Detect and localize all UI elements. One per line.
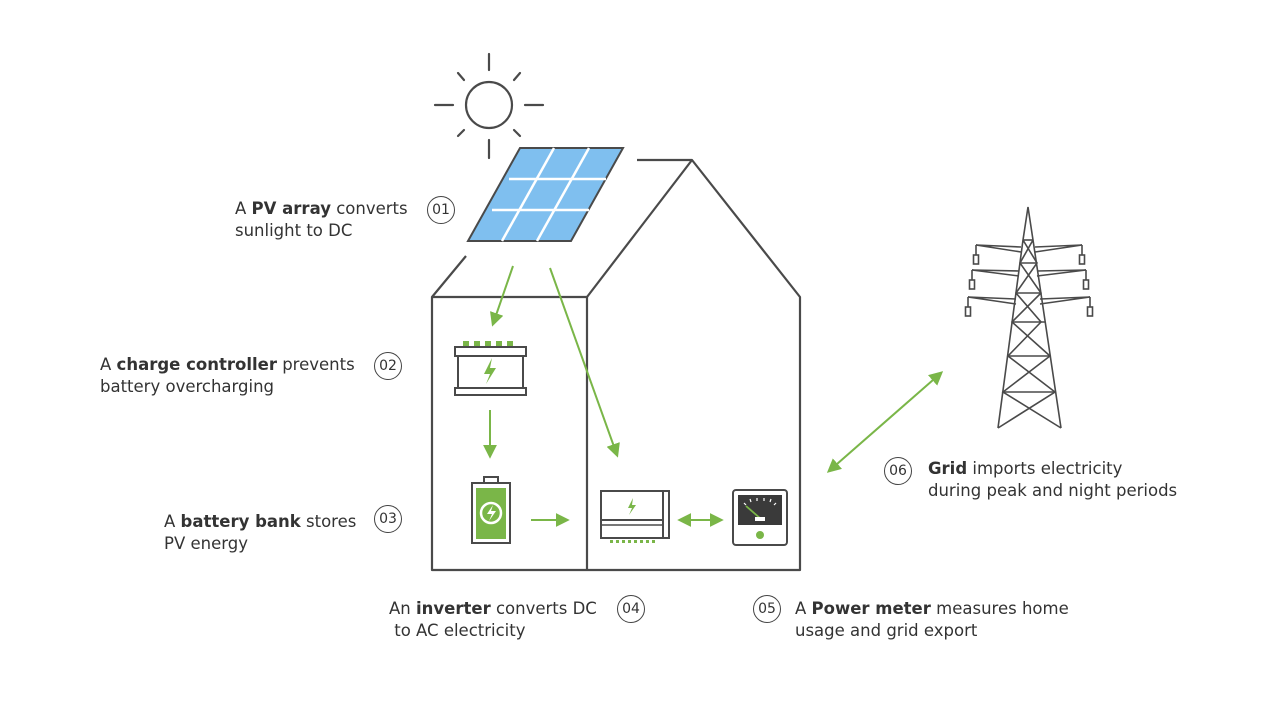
inverter-lightning-icon (628, 498, 636, 515)
power-meter-icon (732, 489, 788, 546)
battery-icon (471, 476, 511, 544)
lightning-icon (484, 358, 496, 384)
inverter-icon (600, 490, 670, 543)
step-04-label: An inverter converts DC to AC electricit… (389, 599, 597, 640)
step-01-term: PV array (251, 199, 331, 218)
solar-panel-icon (466, 147, 625, 242)
step-05-term: Power meter (811, 599, 931, 618)
step-06-term: Grid (928, 459, 968, 478)
arrow-panel-to-controller (490, 265, 514, 327)
step-02-label: A charge controller prevents battery ove… (100, 355, 355, 396)
sun-icon (433, 52, 545, 160)
transmission-tower-icon (964, 206, 1094, 429)
arrow-house-grid (826, 371, 944, 473)
step-03-number-badge: 03 (374, 505, 402, 533)
flow-arrows (483, 265, 944, 527)
step-01-label: A PV array converts sunlight to DC (235, 199, 408, 240)
step-01-number-badge: 01 (427, 196, 455, 224)
step-03-term: battery bank (180, 512, 301, 531)
step-04-number-badge: 04 (617, 595, 645, 623)
step-05-label: A Power meter measures home usage and gr… (795, 599, 1069, 640)
arrow-panel-to-inverter (549, 267, 620, 458)
step-02-term: charge controller (116, 355, 277, 374)
step-06-label: Grid imports electricity during peak and… (928, 459, 1178, 500)
step-06-number-badge: 06 (884, 457, 912, 485)
step-05-number-badge: 05 (753, 595, 781, 623)
step-04-term: inverter (416, 599, 491, 618)
charge-controller-icon (454, 341, 527, 396)
step-03-label: A battery bank stores PV energy (164, 512, 357, 553)
step-02-number-badge: 02 (374, 352, 402, 380)
